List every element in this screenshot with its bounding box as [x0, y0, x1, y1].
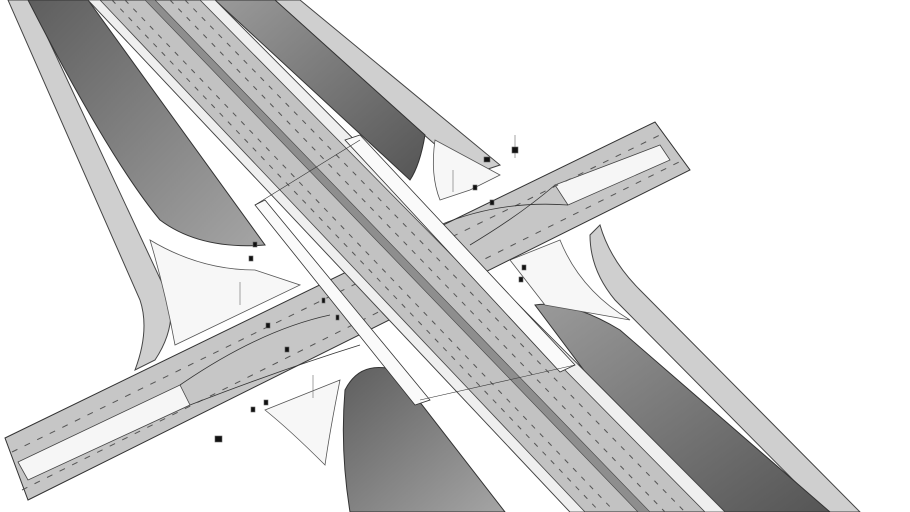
infield-south	[264, 379, 341, 466]
highway-median	[144, 0, 651, 512]
bridge-parapet	[254, 199, 431, 406]
infield-east	[509, 239, 631, 321]
infield-north	[432, 139, 501, 201]
cross-road-median-east	[554, 144, 671, 206]
embankment-northwest	[27, 0, 266, 247]
highway-shoulder-left	[87, 0, 586, 512]
highway-lane-markings	[111, 0, 686, 512]
traffic-signals	[214, 135, 527, 443]
crossover-lines	[179, 184, 569, 406]
bridge-joints	[254, 139, 576, 401]
embankment-northeast	[214, 0, 426, 181]
infield-west	[149, 239, 302, 346]
ramp-southeast-outer	[589, 224, 861, 512]
